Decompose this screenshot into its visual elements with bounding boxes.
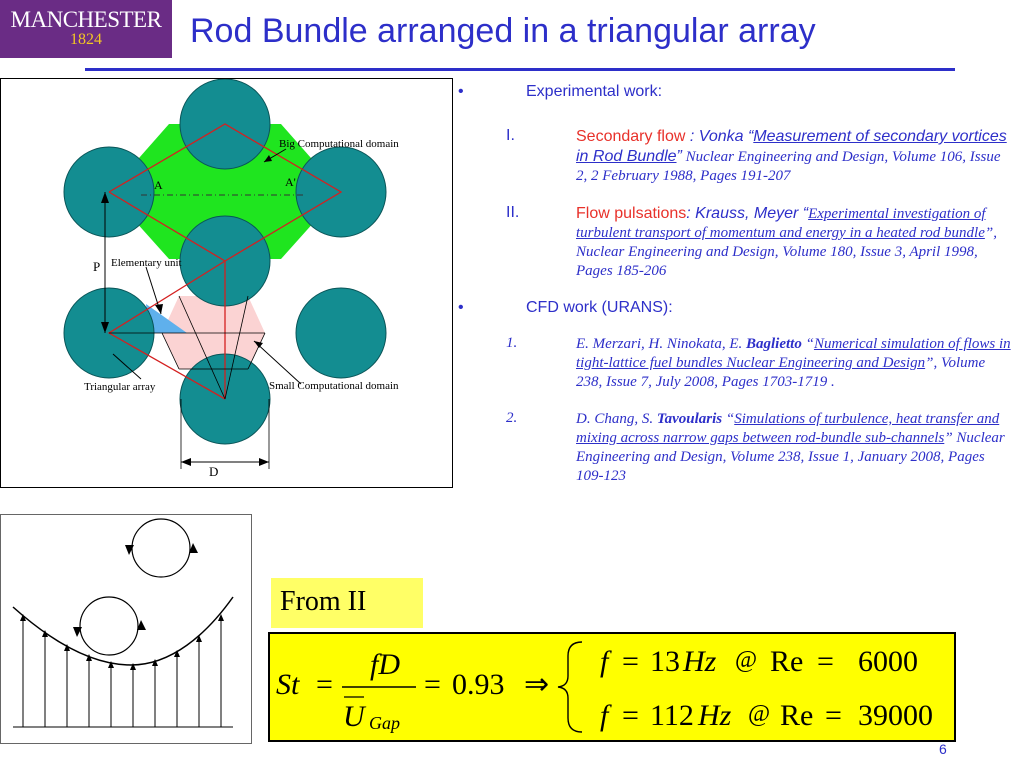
formula-denominator: U <box>343 700 367 733</box>
case1-eq: = <box>622 645 639 678</box>
item-details: Nuclear Engineering and Design, Volume 1… <box>576 149 1001 184</box>
item-details: Nuclear Engineering and Design, Volume 2… <box>576 430 1005 484</box>
reference-link[interactable]: Numerical simulation of flows in tight-l… <box>576 336 1011 371</box>
bullet-experimental: • Experimental work: <box>458 83 1014 105</box>
rod-right-lower <box>295 287 387 379</box>
small-domain-region <box>162 296 265 369</box>
big-domain-label: Big Computational domain <box>279 138 399 150</box>
case2-eq: = <box>622 699 639 732</box>
case1-re: Re <box>770 645 803 678</box>
cases-brace <box>557 641 583 733</box>
label-a: A <box>154 178 163 192</box>
item-authors: Vonka <box>698 128 748 145</box>
item-number: 2. <box>506 410 518 426</box>
list-item: I. Secondary flow : Vonka “Measurement o… <box>458 127 1014 186</box>
item-details: , Nuclear Engineering and Design, Volume… <box>576 225 997 279</box>
label-p: P <box>93 259 100 274</box>
item-authors-bold: Tavoularis <box>656 411 723 427</box>
item-details: , Volume 238, Issue 7, July 2008, Pages … <box>576 355 986 390</box>
reference-link[interactable]: Experimental investigation of turbulent … <box>576 206 986 241</box>
hexagon-outline <box>108 123 343 262</box>
quote-open: “ <box>801 336 814 352</box>
item-authors: D. Chang, S. <box>576 411 657 427</box>
quote-close: ” <box>925 355 934 371</box>
rod-bundle-diagram: Big Computational domain A A' P Elementa… <box>0 78 453 488</box>
logo-name: MANCHESTER <box>10 7 162 32</box>
case2-eq2: = <box>825 699 842 732</box>
quote-close: ” <box>944 430 953 446</box>
formula-implies: ⇒ <box>524 668 549 701</box>
formula-eq: = <box>316 668 333 701</box>
title-underline <box>85 68 955 71</box>
bullet-cfd: • CFD work (URANS): <box>458 299 1014 321</box>
item-text: E. Merzari, H. Ninokata, E. Baglietto “N… <box>576 335 1014 392</box>
triangular-array-label: Triangular array <box>84 381 156 393</box>
list-item: 1. E. Merzari, H. Ninokata, E. Baglietto… <box>458 335 1014 392</box>
quote-open: “ <box>747 128 754 145</box>
item-number: I. <box>506 127 515 144</box>
case2-freq: 112 <box>650 699 694 732</box>
quote-close: ” <box>984 225 994 241</box>
quote-open: “ <box>722 411 735 427</box>
item-text: Flow pulsations: Krauss, Meyer “Experime… <box>576 204 1014 281</box>
case1-unit: Hz <box>682 645 717 678</box>
quote-close: ” <box>676 148 682 165</box>
item-authors: E. Merzari, H. Ninokata, E. <box>576 336 746 352</box>
case1-eq2: = <box>817 645 834 678</box>
item-authors-bold: Baglietto <box>746 336 802 352</box>
secondary-vortex-figure <box>0 514 252 744</box>
item-topic: Secondary flow <box>576 128 686 145</box>
item-sep: : <box>685 128 699 145</box>
label-d: D <box>209 464 218 479</box>
case1-re-val: 6000 <box>858 645 918 678</box>
item-sep: : <box>686 205 696 222</box>
slide-title: Rod Bundle arranged in a triangular arra… <box>190 12 816 50</box>
case2-unit: Hz <box>697 699 732 732</box>
formula-numerator: fD <box>370 648 400 681</box>
formula-value: 0.93 <box>452 668 505 701</box>
formula-denominator-sub: Gap <box>369 713 400 733</box>
logo-year: 1824 <box>70 31 102 48</box>
case2-re-val: 39000 <box>858 699 933 732</box>
quote-open: “ <box>802 205 809 222</box>
case1-freq: 13 <box>650 645 680 678</box>
case2-at: @ <box>748 701 770 727</box>
bullet-heading: Experimental work: <box>526 83 663 100</box>
list-item: 2. D. Chang, S. Tavoularis “Simulations … <box>458 410 1014 486</box>
case1-at: @ <box>735 647 757 673</box>
bullet-dot: • <box>458 83 464 100</box>
item-topic: Flow pulsations <box>576 205 687 222</box>
elementary-unit-region <box>146 304 187 333</box>
item-text: Secondary flow : Vonka “Measurement of s… <box>576 127 1014 186</box>
references-list: • Experimental work: I. Secondary flow :… <box>458 83 1014 486</box>
reference-link[interactable]: Measurement of secondary vortices in Rod… <box>576 128 1007 165</box>
page-number: 6 <box>939 741 947 757</box>
item-number: 1. <box>506 335 518 351</box>
list-item: II. Flow pulsations: Krauss, Meyer “Expe… <box>458 204 1014 281</box>
label-a-prime: A' <box>285 175 296 189</box>
strouhal-formula: St = fD U Gap = 0.93 ⇒ f = 13 Hz @ Re = … <box>268 632 956 742</box>
elementary-unit-label: Elementary unit <box>111 257 182 269</box>
reference-link[interactable]: Simulations of turbulence, heat transfer… <box>576 411 1000 446</box>
item-text: D. Chang, S. Tavoularis “Simulations of … <box>576 410 1014 486</box>
small-domain-label: Small Computational domain <box>269 380 399 392</box>
item-number: II. <box>506 204 520 221</box>
formula-eq2: = <box>424 668 441 701</box>
case2-re: Re <box>780 699 813 732</box>
case2-f: f <box>600 699 612 732</box>
case1-f: f <box>600 645 612 678</box>
item-authors: Krauss, Meyer <box>695 205 803 222</box>
formula-lhs: St <box>276 668 300 701</box>
from-label: From II <box>271 578 423 628</box>
bullet-dot: • <box>458 299 464 316</box>
university-logo: MANCHESTER 1824 <box>0 0 172 58</box>
bullet-heading: CFD work (URANS): <box>526 299 673 316</box>
